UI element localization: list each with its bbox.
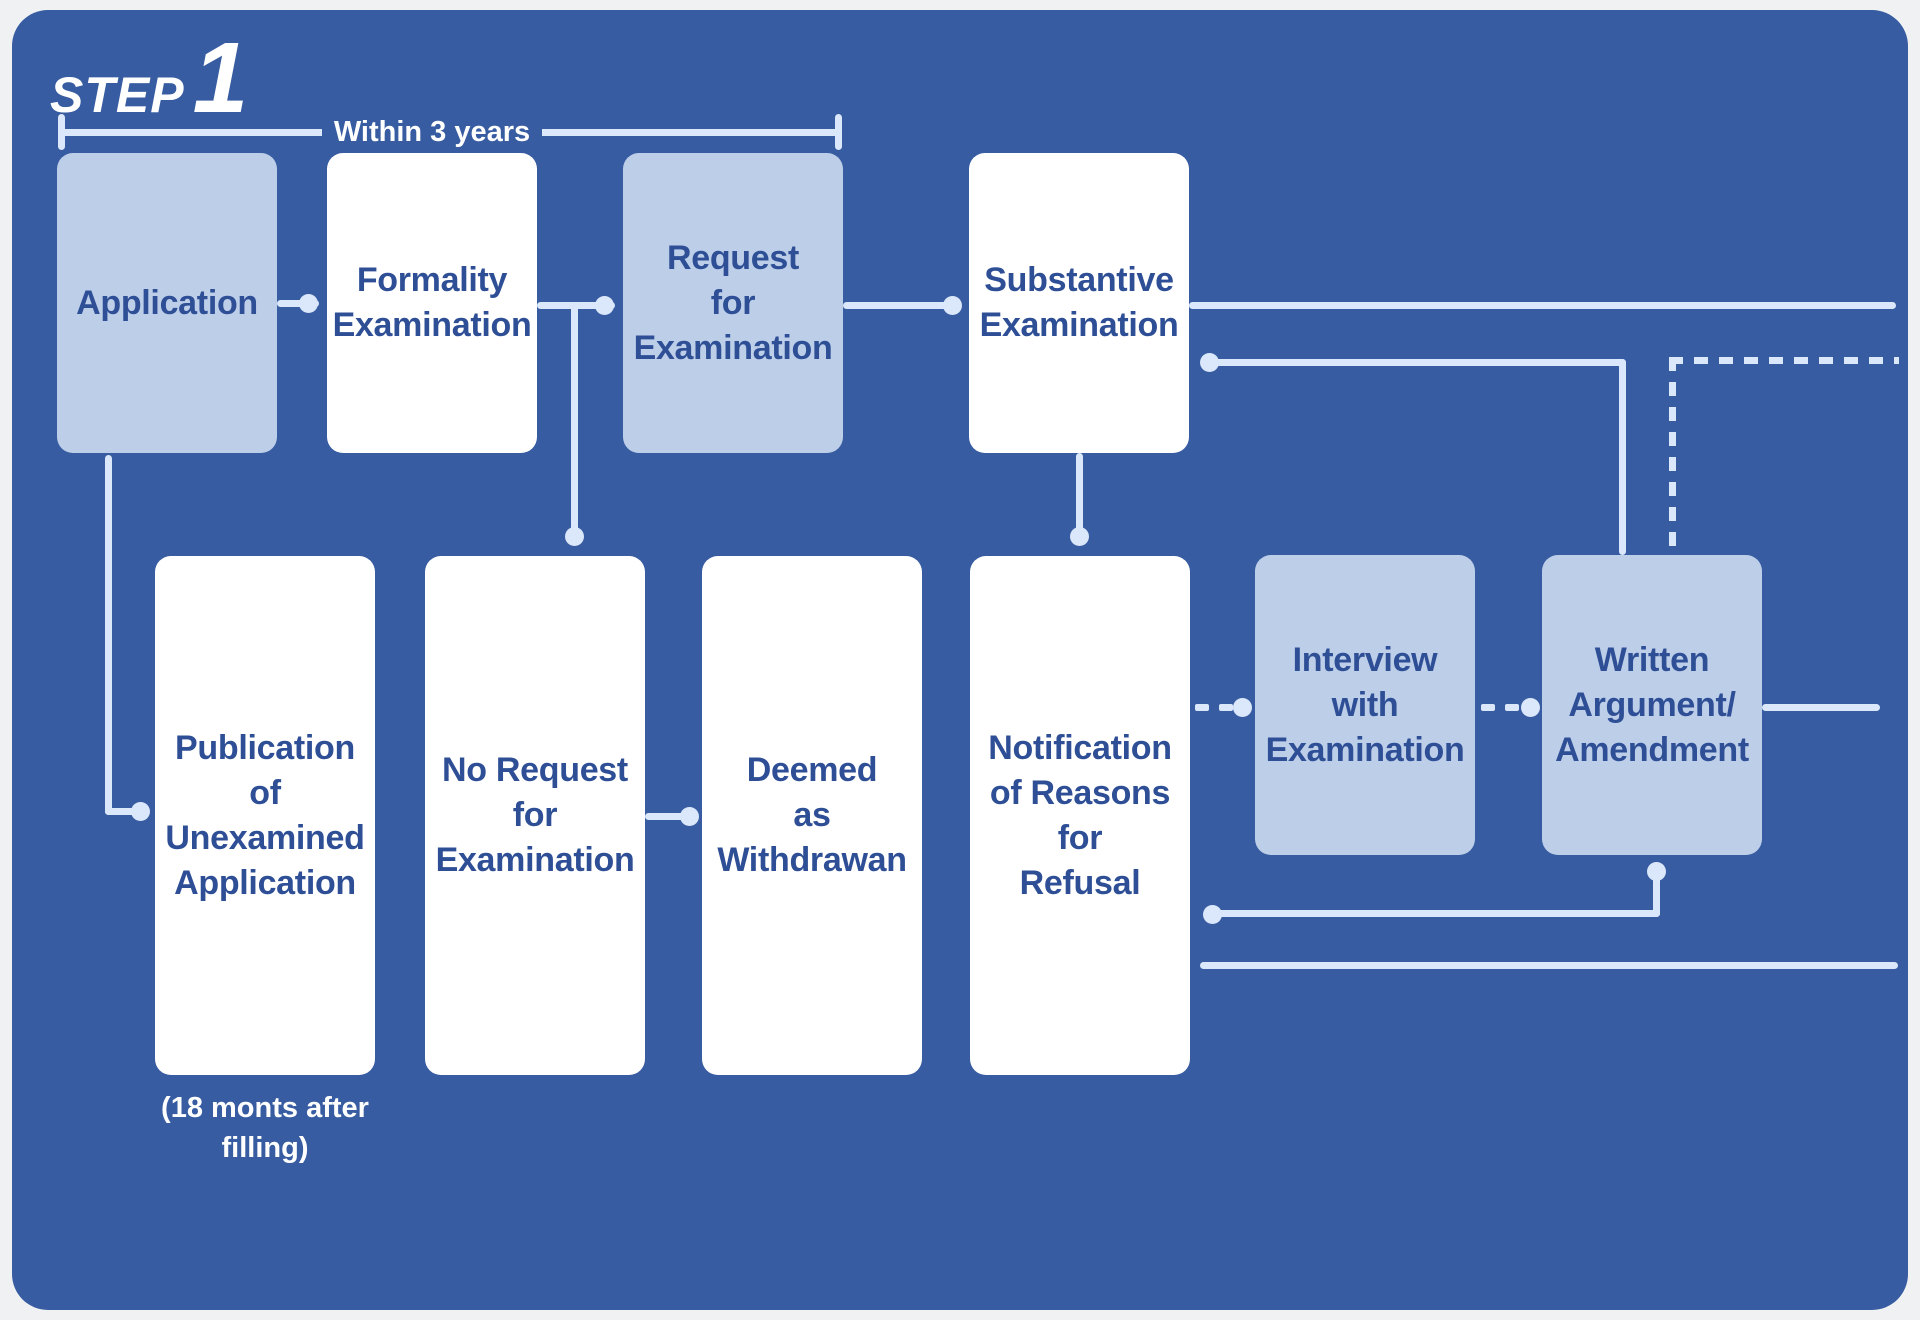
- line-notification-to-right: [1200, 962, 1898, 969]
- branch-formality-no-request-dot: [565, 527, 584, 546]
- connector-application-publication-dot: [131, 802, 150, 821]
- connector-written-substantive-vertical: [1619, 359, 1626, 555]
- step-word: STEP: [50, 67, 185, 123]
- node-written-argument-amendment: Written Argument/ Amendment: [1542, 555, 1762, 855]
- branch-formality-no-request: [571, 302, 578, 534]
- connector-application-publication-vertical: [105, 455, 112, 815]
- connector-request-substantive: [843, 302, 958, 309]
- node-interview-with-examination: Interview with Examination: [1255, 555, 1475, 855]
- dashed-line-top-right-horizontal: [1669, 357, 1899, 364]
- node-deemed-as-withdrawan: Deemed as Withdrawan: [702, 556, 922, 1075]
- connector-application-formality: [277, 300, 319, 307]
- node-no-request-for-examination: No Request for Examination: [425, 556, 645, 1075]
- timeline-bracket-tick-right: [835, 114, 842, 150]
- connector-notification-interview-dash1: [1195, 704, 1209, 711]
- connector-notification-written-horizontal: [1212, 910, 1660, 917]
- publication-caption: (18 monts after filling): [161, 1092, 369, 1164]
- step-number: 1: [192, 22, 249, 134]
- connector-interview-written-dash2: [1505, 704, 1519, 711]
- connector-written-substantive-horizontal: [1214, 359, 1626, 366]
- connector-formality-request-dot: [595, 296, 614, 315]
- step-heading: STEP 1: [50, 28, 248, 128]
- connector-no-request-deemed: [645, 813, 693, 820]
- node-formality-examination: Formality Examination: [327, 153, 537, 453]
- connector-application-formality-dot: [299, 294, 318, 313]
- line-written-to-right: [1762, 704, 1880, 711]
- node-substantive-examination: Substantive Examination: [969, 153, 1189, 453]
- connector-notification-interview-dot: [1233, 698, 1252, 717]
- node-publication-of-unexamined-application: Publication of Unexamined Application: [155, 556, 375, 1075]
- connector-request-substantive-dot: [943, 296, 962, 315]
- line-substantive-to-right: [1189, 302, 1896, 309]
- connector-written-substantive-dot: [1200, 353, 1219, 372]
- timeline-bracket: Within 3 years: [58, 113, 842, 152]
- connector-notification-written-vertical: [1653, 870, 1660, 917]
- connector-substantive-notification-dot: [1070, 527, 1089, 546]
- diagram-card: STEP 1 Within 3 years Application Formal…: [12, 10, 1908, 1310]
- connector-notification-written-dot-top: [1647, 862, 1666, 881]
- connector-substantive-notification: [1076, 453, 1083, 533]
- node-notification-of-reasons-for-refusal: Notification of Reasons for Refusal: [970, 556, 1190, 1075]
- connector-interview-written-dash1: [1481, 704, 1495, 711]
- connector-application-publication-horizontal: [105, 808, 137, 815]
- timeline-bracket-tick-left: [58, 114, 65, 150]
- node-application: Application: [57, 153, 277, 453]
- connector-notification-interview-dash2: [1219, 704, 1233, 711]
- dashed-line-top-right-vertical: [1669, 357, 1676, 553]
- node-request-for-examination: Request for Examination: [623, 153, 843, 453]
- timeline-label: Within 3 years: [322, 113, 542, 152]
- connector-no-request-deemed-dot: [680, 807, 699, 826]
- connector-interview-written-dot: [1521, 698, 1540, 717]
